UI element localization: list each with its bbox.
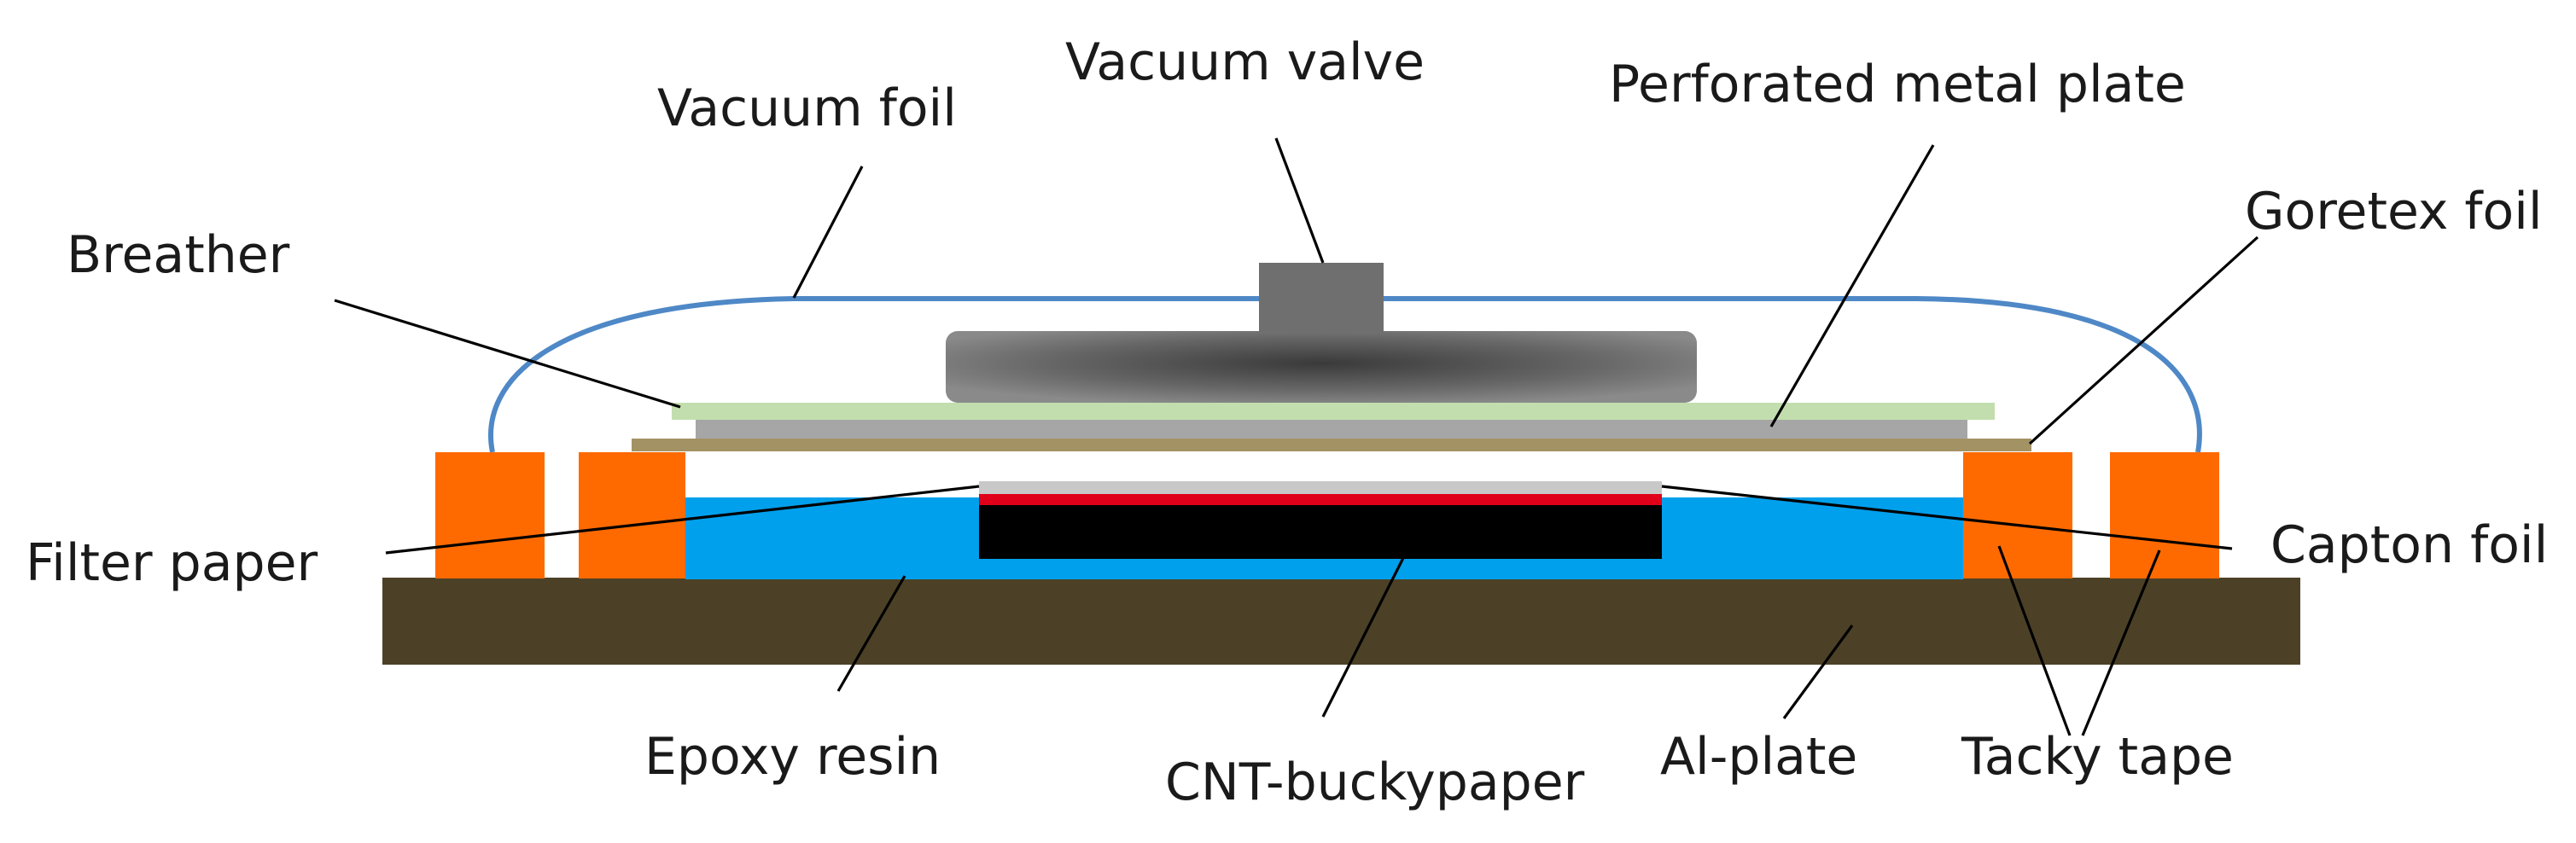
tacky-tape (435, 452, 545, 578)
vacuum-foil (488, 296, 2202, 453)
label-breather: Breather (67, 225, 290, 285)
leader-capton-foil (1661, 485, 2233, 550)
label-al-plate: Al-plate (1660, 727, 1857, 787)
label-tacky-tape: Tacky tape (1961, 727, 2234, 787)
goretex-foil (632, 439, 2031, 451)
leader-tacky-tape-right (2081, 549, 2161, 736)
leader-breather (334, 299, 681, 409)
cnt-buckypaper (979, 505, 1662, 559)
leader-epoxy-resin (836, 575, 906, 692)
leader-tacky-tape-left (1997, 545, 2072, 736)
leader-al-plate (1782, 625, 1854, 719)
label-perforated-metal-plate: Perforated metal plate (1609, 55, 2186, 114)
tacky-tape (2110, 452, 2219, 578)
leader-vacuum-valve (1274, 137, 1325, 264)
label-vacuum-valve: Vacuum valve (1065, 32, 1425, 92)
leader-goretex-foil (2028, 235, 2259, 445)
label-capton-foil: Capton foil (2270, 515, 2548, 575)
label-goretex-foil: Goretex foil (2245, 182, 2543, 241)
vacuum-valve-stem (1259, 263, 1384, 333)
leader-cnt-buckypaper (1321, 555, 1406, 718)
label-vacuum-foil: Vacuum foil (657, 78, 957, 138)
tacky-tape (579, 452, 685, 578)
perforated-metal-plate (696, 420, 1967, 439)
al-plate (382, 578, 2300, 665)
leader-filter-paper (385, 485, 980, 555)
filter-paper (979, 481, 1662, 494)
leader-perforated-metal-plate (1769, 144, 1935, 427)
label-epoxy-resin: Epoxy resin (644, 727, 941, 787)
leader-vacuum-foil (792, 166, 864, 299)
breather (672, 403, 1995, 420)
tacky-tape (1963, 452, 2072, 578)
capton-foil (979, 494, 1662, 505)
vacuum-valve-body (946, 331, 1697, 403)
label-cnt-buckypaper: CNT-buckypaper (1165, 753, 1585, 812)
label-filter-paper: Filter paper (26, 533, 318, 593)
